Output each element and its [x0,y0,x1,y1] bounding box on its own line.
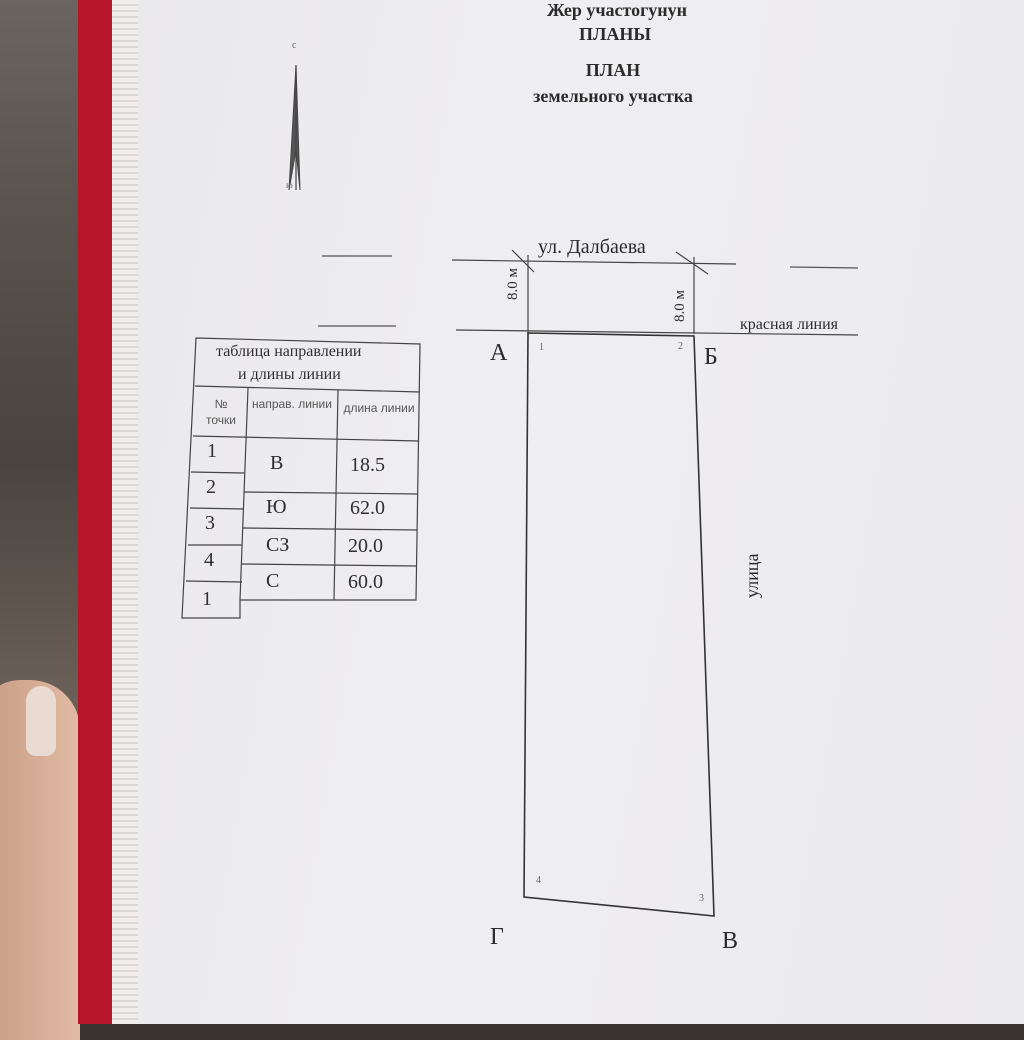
folder-binding [112,0,138,1024]
table-point-cell: 1 [202,588,212,610]
point-number-4: 4 [536,875,541,886]
col-header-length: длина линии [343,401,415,415]
title-ru-line1: ПЛАН [585,60,641,80]
dash-mark [789,266,859,269]
red-line-label: красная линия [740,316,839,333]
fingernail [26,686,56,756]
col-header-direction: направ. линии [252,397,332,411]
land-parcel-outline [523,332,715,917]
table-length-cell: 60.0 [348,571,383,593]
corner-a: А [490,340,508,366]
table-length-cell: 20.0 [348,535,383,557]
table-direction-cell: В [270,452,284,474]
table-title-line2: и длины линии [238,366,341,383]
table-direction-cell: С [266,570,280,592]
corner-v: В [722,928,739,954]
table-length-cell: 18.5 [350,454,385,476]
point-number-2: 2 [678,341,683,352]
point-number-1: 1 [539,342,544,353]
table-direction-cell: Ю [266,496,287,518]
tick-mark [675,251,709,275]
north-arrow-top-label: с [292,40,297,51]
setback-right-label: 8.0 м [672,290,688,322]
title-ky-line1: Жер участогунун [546,0,688,20]
title-ky-line2: ПЛАНЫ [578,24,652,44]
tick-mark [511,249,535,273]
north-arrow-bottom-label: ю [286,180,293,190]
corner-g: Г [490,924,504,950]
street-name-top: ул. Далбаева [538,236,646,258]
table-point-cell: 3 [205,512,215,534]
street-name-right: улица [742,553,762,598]
table-direction-cell: СЗ [266,534,290,556]
corner-b: Б [704,344,718,370]
table-length-cell: 62.0 [350,497,385,519]
north-arrow-icon [288,64,301,191]
title-ru-line2: земельного участка [533,86,693,106]
street-boundary-line [451,259,737,265]
table-point-cell: 1 [207,440,217,462]
table-point-cell: 4 [204,549,214,571]
setback-left-label: 8.0 м [505,268,521,300]
col-header-point: № точки [206,397,236,427]
table-point-cell: 2 [206,476,216,498]
red-line [455,329,859,336]
document-page [130,0,1024,1024]
point-number-3: 3 [699,893,704,904]
table-grid [181,337,421,619]
table-title-line1: таблица направлении [216,343,362,360]
